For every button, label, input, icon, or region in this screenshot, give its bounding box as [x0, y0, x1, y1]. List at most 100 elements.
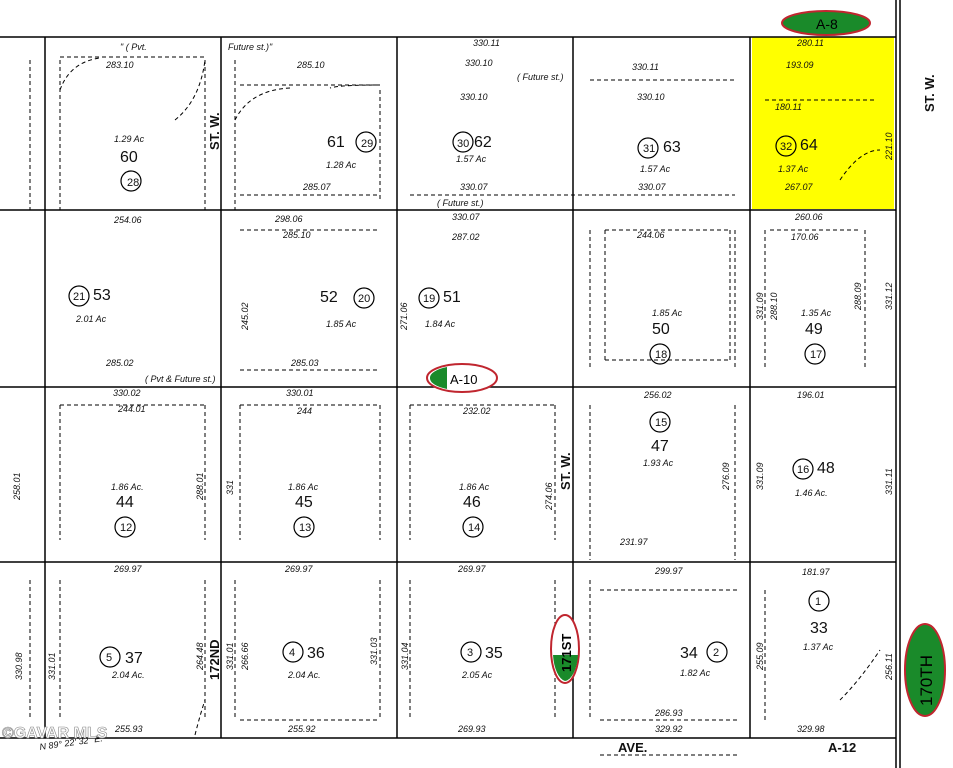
dimension: 258.01: [12, 472, 22, 501]
parcel-number: 30: [457, 138, 469, 150]
lot-number: 61: [327, 134, 345, 151]
street-label: " ( Pvt.: [120, 42, 147, 52]
lot-number: 62: [474, 134, 492, 151]
lot-number: 37: [125, 650, 143, 667]
lot-number: 51: [443, 289, 461, 306]
dimension: 288.09: [853, 282, 863, 311]
dimension: 288.01: [195, 472, 205, 501]
dimension: 331.03: [369, 637, 379, 665]
lot-number: 47: [651, 438, 669, 455]
dimension: 330.07: [460, 182, 489, 192]
parcel-number: 29: [361, 138, 373, 150]
parcel-number: 32: [780, 141, 792, 153]
parcel-number: 3: [467, 647, 473, 659]
parcel-number: 18: [655, 349, 667, 361]
parcel-area: 1.57 Ac: [456, 154, 487, 164]
parcel-number: 4: [289, 647, 295, 659]
parcel-number: 19: [423, 293, 435, 305]
dimension: 285.10: [296, 60, 325, 70]
parcel-area: 1.29 Ac: [114, 134, 145, 144]
dimension: 285.02: [105, 358, 134, 368]
dimension: 329.98: [797, 724, 825, 734]
parcel-number: 2: [713, 647, 719, 659]
parcel-number: 17: [810, 349, 822, 361]
dimension: 331.04: [400, 642, 410, 670]
dimension: 330.10: [465, 58, 493, 68]
parcel-area: 1.86 Ac.: [111, 482, 144, 492]
street-label: AVE.: [618, 740, 647, 755]
dimension: 298.06: [274, 214, 303, 224]
dimension: 331.09: [755, 292, 765, 320]
street-label: ST. W.: [922, 74, 937, 112]
dimension: 331.09: [755, 462, 765, 490]
dimension: 331.01: [225, 642, 235, 670]
dimension: 196.01: [797, 390, 825, 400]
marker-170th: 170TH: [904, 623, 946, 717]
parcel-number: 20: [358, 293, 370, 305]
dimension: 170.06: [791, 232, 819, 242]
parcel-number: 21: [73, 291, 85, 303]
parcel-number: 16: [797, 464, 809, 476]
dimension: 285.10: [282, 230, 311, 240]
dimension: 231.97: [619, 537, 649, 547]
dimension: 180.11: [775, 102, 802, 112]
dimension: 330.11: [473, 38, 500, 48]
dimension: 256.02: [643, 390, 672, 400]
dimension: 255.09: [755, 642, 765, 671]
dimension: 330.07: [638, 182, 667, 192]
dimension: 330.01: [286, 388, 314, 398]
marker-label: 171ST: [559, 634, 574, 672]
street-label: ( Future st.): [437, 198, 484, 208]
parcel-area: 1.85 Ac: [652, 308, 683, 318]
lot-number: 46: [463, 494, 481, 511]
easement-lines: [29, 56, 875, 756]
dimension: 280.11: [796, 38, 824, 48]
street-label: ST. W.: [558, 452, 573, 490]
street-label: Future st.)": [228, 42, 273, 52]
dimension: 331.01: [47, 652, 57, 680]
dimension: 244.06: [636, 230, 665, 240]
street-labels: ST. W. ST. W. ST. W. 172ND AVE. A-12 ( F…: [120, 42, 937, 755]
dimension: 330.10: [637, 92, 665, 102]
dimension: 244: [296, 406, 312, 416]
dimension: 269.97: [113, 564, 143, 574]
dimension: 330.98: [14, 652, 24, 680]
dimension: 232.02: [462, 406, 491, 416]
lot-number: 53: [93, 287, 111, 304]
dimension: 264.48: [195, 642, 205, 671]
parcel-number: 5: [106, 652, 112, 664]
highlighted-parcel-64: [752, 37, 894, 209]
parcel-area: 1.37 Ac: [803, 642, 834, 652]
parcel-number: 13: [299, 522, 311, 534]
dimension: 274.06: [544, 482, 554, 511]
right-boundary: [895, 0, 901, 768]
marker-label: 170TH: [917, 655, 936, 706]
parcel-area: 1.84 Ac: [425, 319, 456, 329]
lot-number: 44: [116, 494, 134, 511]
dimension: 266.66: [240, 642, 250, 671]
parcel-number: 31: [643, 143, 655, 155]
dimension-labels: 330.11 280.11 193.09 180.11 330.11 330.1…: [105, 38, 831, 734]
dimension: 330.07: [452, 212, 481, 222]
parcel-area: 1.46 Ac.: [795, 488, 828, 498]
dimension: 331.12: [884, 282, 894, 310]
corner-arcs: [59, 57, 881, 736]
marker-171st: 171ST: [550, 614, 580, 684]
parcel-area: 1.37 Ac: [778, 164, 809, 174]
lot-number: 34: [680, 645, 698, 662]
lot-number: 64: [800, 137, 818, 154]
dimension: 245.02: [240, 302, 250, 331]
parcel-area: 1.35 Ac: [801, 308, 832, 318]
dimension: 330.10: [460, 92, 488, 102]
dimension: 285.07: [302, 182, 332, 192]
parcel-area: 1.93 Ac: [643, 458, 674, 468]
dimension: 299.97: [654, 566, 684, 576]
lot-number: 45: [295, 494, 313, 511]
parcel-number: 12: [120, 522, 132, 534]
street-label: ST. W.: [207, 112, 222, 150]
parcel-number: 14: [468, 522, 480, 534]
parcel-number: 28: [127, 177, 139, 189]
street-label: ( Future st.): [517, 72, 564, 82]
parcel-labels: 60 28 1.29 Ac 61 29 1.28 Ac 30 62 1.57 A…: [73, 134, 835, 680]
parcel-area: 2.04 Ac.: [111, 670, 145, 680]
